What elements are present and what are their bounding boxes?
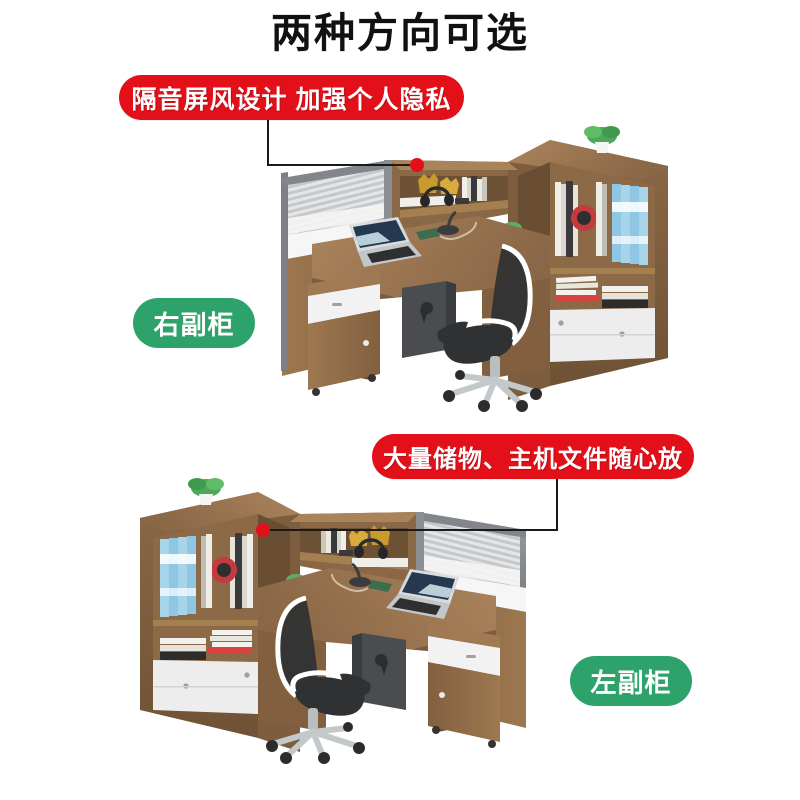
callout-privacy-screen: 隔音屏风设计 加强个人隐私 bbox=[119, 75, 464, 120]
blue-ring-binders bbox=[612, 184, 648, 265]
callout-leader-line-storage-vertical bbox=[556, 479, 558, 531]
callout-marker-dot-privacy bbox=[410, 158, 424, 172]
variant-badge-right-cabinet-label: 右副柜 bbox=[153, 309, 235, 340]
books-upper-shelf bbox=[555, 181, 607, 257]
mobile-pedestal bbox=[308, 272, 380, 396]
callout-leader-line-privacy-vertical bbox=[267, 120, 269, 166]
desk-lamp bbox=[437, 210, 459, 235]
callout-privacy-screen-label: 隔音屏风设计 加强个人隐私 bbox=[131, 85, 452, 114]
smartphone bbox=[368, 580, 392, 592]
charging-cable bbox=[331, 573, 369, 592]
smartphone bbox=[416, 228, 440, 240]
books-upper-shelf bbox=[201, 533, 253, 609]
variant-badge-left-cabinet-label: 左副柜 bbox=[590, 667, 672, 698]
desk-lamp bbox=[349, 562, 371, 587]
page-title: 两种方向可选 bbox=[271, 10, 529, 56]
chair-base bbox=[266, 722, 365, 764]
potted-plant-top bbox=[584, 126, 620, 153]
mesh-office-chair bbox=[266, 595, 371, 764]
headphones-shelf bbox=[400, 186, 469, 208]
books-lower-shelf bbox=[555, 275, 648, 308]
callout-storage: 大量储物、主机文件随心放 bbox=[372, 434, 694, 479]
laptop bbox=[386, 569, 459, 619]
potted-plant-top bbox=[188, 478, 224, 505]
charging-cable bbox=[439, 221, 477, 240]
mesh-office-chair bbox=[437, 243, 542, 412]
side-cabinet-right bbox=[508, 126, 668, 400]
chair-base bbox=[443, 370, 542, 412]
books-lower-shelf bbox=[160, 630, 252, 660]
callout-marker-dot-storage bbox=[256, 523, 270, 537]
books-hutch bbox=[321, 528, 346, 553]
callout-storage-label: 大量储物、主机文件随心放 bbox=[383, 446, 683, 473]
workstation-illustration-left bbox=[118, 470, 558, 775]
workstation-illustration-right bbox=[250, 118, 690, 423]
callout-leader-line-privacy-horizontal bbox=[267, 164, 417, 166]
callout-leader-line-storage-horizontal bbox=[264, 529, 558, 531]
laptop bbox=[349, 217, 422, 267]
blue-ring-binders bbox=[160, 536, 196, 617]
books-hutch bbox=[462, 176, 487, 201]
headphones-shelf bbox=[339, 538, 408, 567]
mobile-pedestal bbox=[428, 624, 500, 748]
variant-badge-left-cabinet: 左副柜 bbox=[570, 656, 692, 706]
variant-badge-right-cabinet: 右副柜 bbox=[133, 298, 255, 348]
